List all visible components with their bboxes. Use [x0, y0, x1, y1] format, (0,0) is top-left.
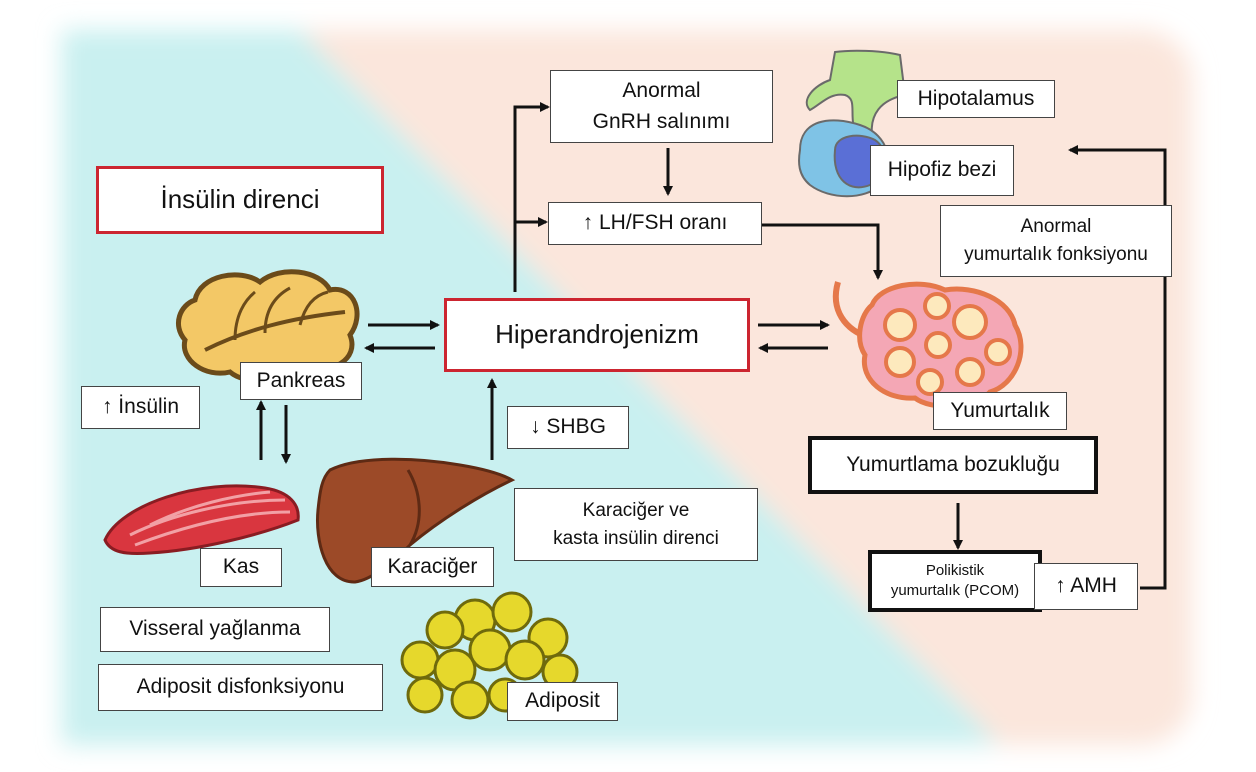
- anormal-yumurtalik-label: Anormal yumurtalık fonksiyonu: [940, 205, 1172, 277]
- karaciger-label: Karaciğer: [371, 547, 494, 587]
- pankreas-label: Pankreas: [240, 362, 362, 400]
- hipofiz-label: Hipofiz bezi: [870, 145, 1014, 196]
- arrows: [256, 102, 1167, 590]
- title-insulin-direnci: İnsülin direnci: [96, 166, 384, 234]
- lh-fsh-label: ↑ LH/FSH oranı: [548, 202, 762, 245]
- pancreas-icon: [176, 269, 360, 384]
- shbg-label: ↓ SHBG: [507, 406, 629, 449]
- liver-icon: [316, 457, 516, 584]
- pcom-label: Polikistik yumurtalık (PCOM): [868, 550, 1042, 612]
- central-hiperandrojenizm: Hiperandrojenizm: [444, 298, 750, 372]
- ovary-icon: [832, 281, 1024, 409]
- yumurtlama-bozuklugu-label: Yumurtlama bozukluğu: [808, 436, 1098, 494]
- visseral-label: Visseral yağlanma: [100, 607, 330, 652]
- karaciger-kas-label: Karaciğer ve kasta insülin direnci: [514, 488, 758, 561]
- yumurtalik-label: Yumurtalık: [933, 392, 1067, 430]
- insulin-label: ↑ İnsülin: [81, 386, 200, 429]
- gnrh-label: Anormal GnRH salınımı: [550, 70, 773, 143]
- adiposit-label: Adiposit: [507, 682, 618, 721]
- muscle-icon: [103, 484, 300, 556]
- adipocyte-icon: [400, 591, 579, 720]
- hipotalamus-label: Hipotalamus: [897, 80, 1055, 118]
- adiposit-disfonksiyonu-label: Adiposit disfonksiyonu: [98, 664, 383, 711]
- amh-label: ↑ AMH: [1034, 563, 1138, 610]
- kas-label: Kas: [200, 548, 282, 587]
